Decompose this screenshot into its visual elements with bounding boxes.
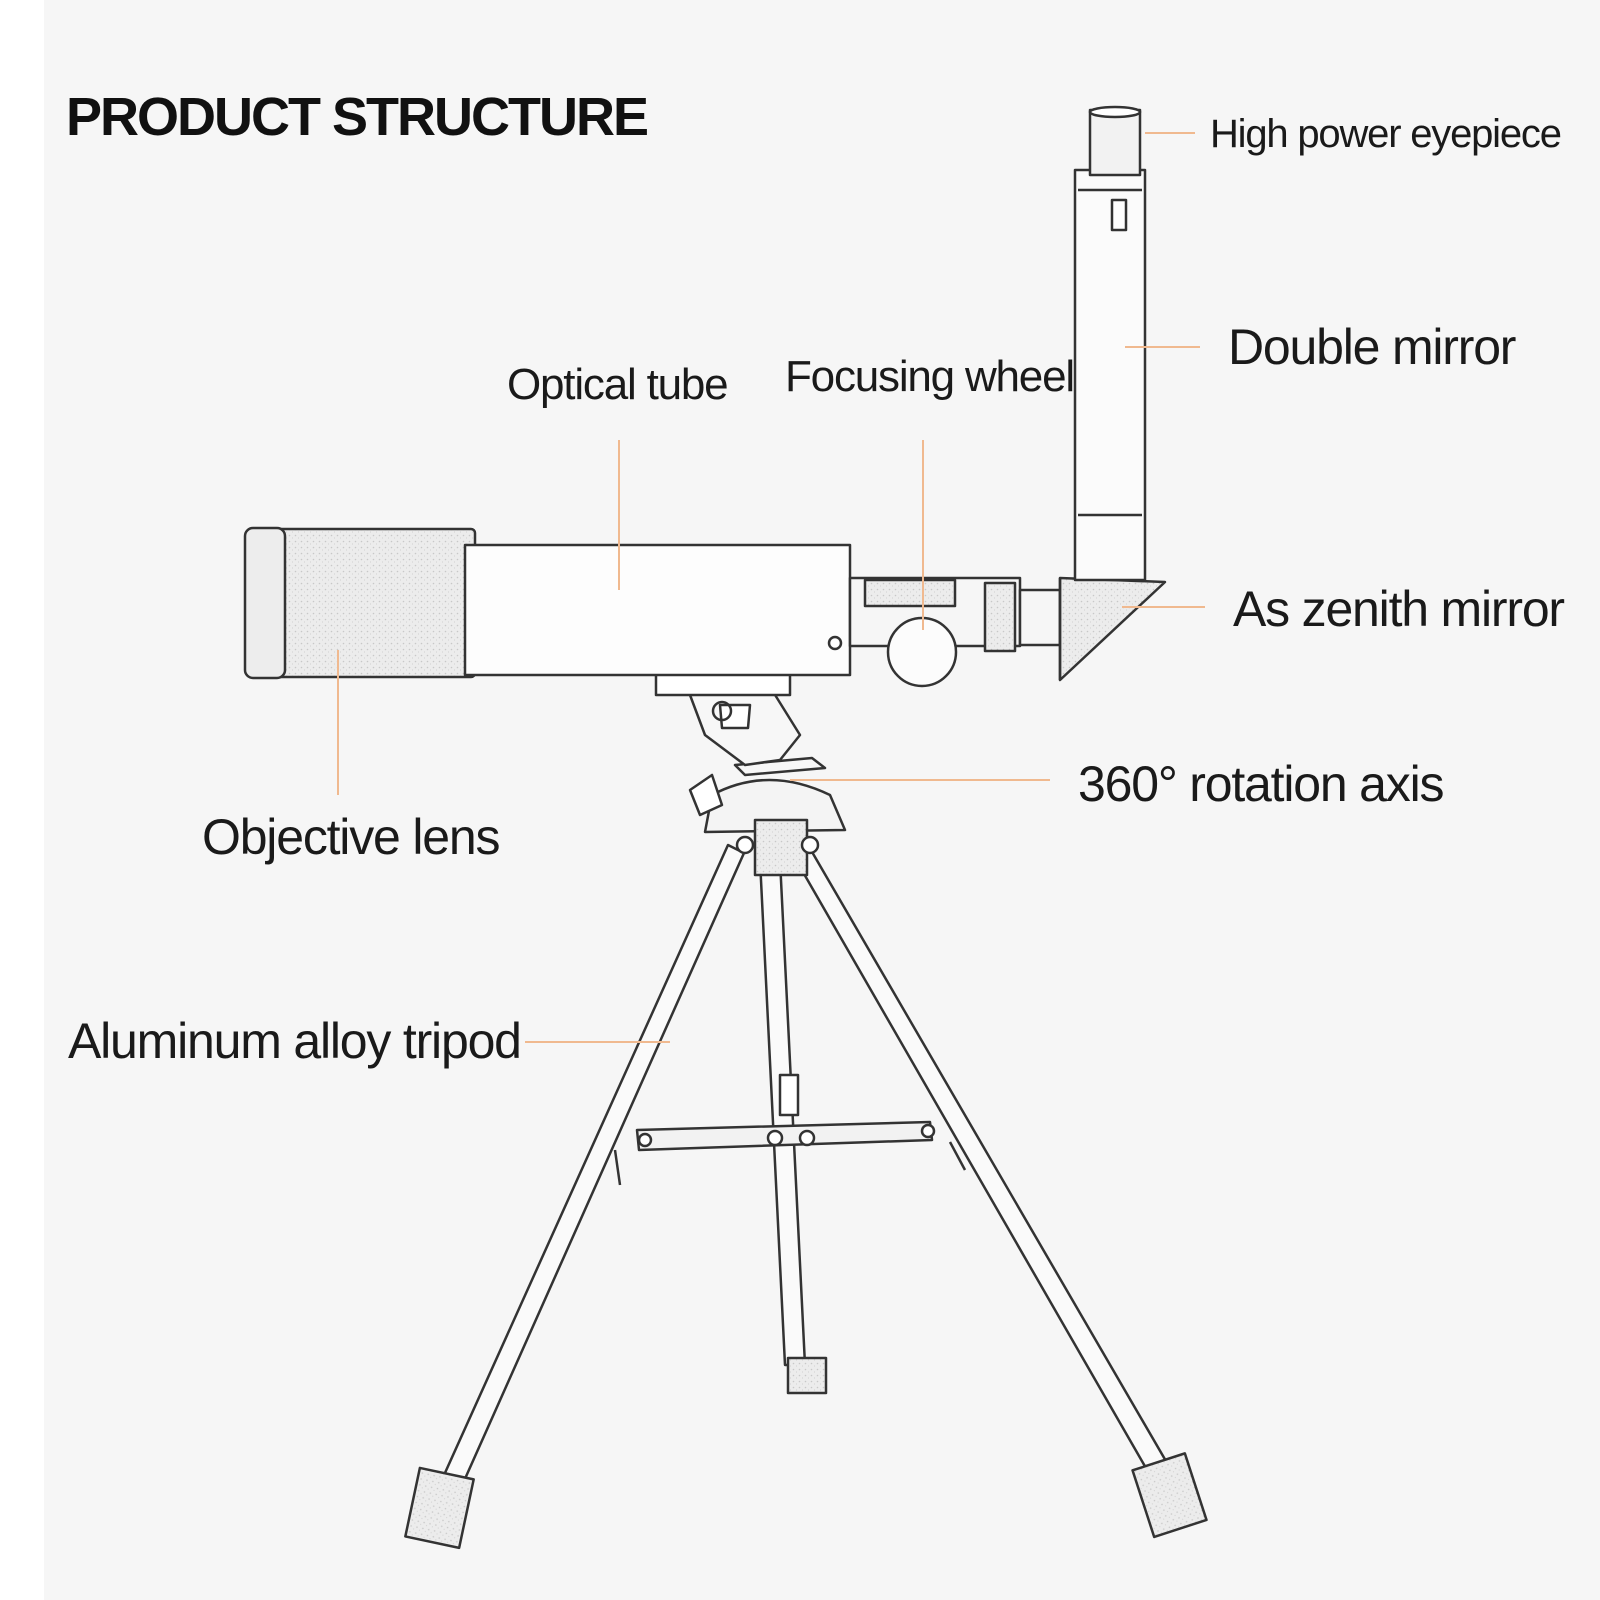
label-focusing-wheel: Focusing wheel (785, 352, 1075, 401)
optical-tube-assembly (243, 105, 1167, 688)
label-objective-lens: Objective lens (202, 809, 500, 865)
leader-lines (337, 132, 1205, 1043)
label-double-mirror: Double mirror (1228, 319, 1516, 375)
label-rotation-axis: 360° rotation axis (1078, 756, 1444, 812)
label-high-power-eyepiece: High power eyepiece (1210, 112, 1562, 156)
label-optical-tube: Optical tube (507, 360, 729, 409)
label-aluminum-alloy-tripod: Aluminum alloy tripod (68, 1013, 522, 1069)
left-margin-strip (0, 0, 44, 1600)
tripod-legs (404, 843, 1208, 1550)
label-as-zenith-mirror: As zenith mirror (1233, 581, 1565, 637)
mount-head (654, 658, 847, 877)
page-title: PRODUCT STRUCTURE (66, 87, 649, 147)
